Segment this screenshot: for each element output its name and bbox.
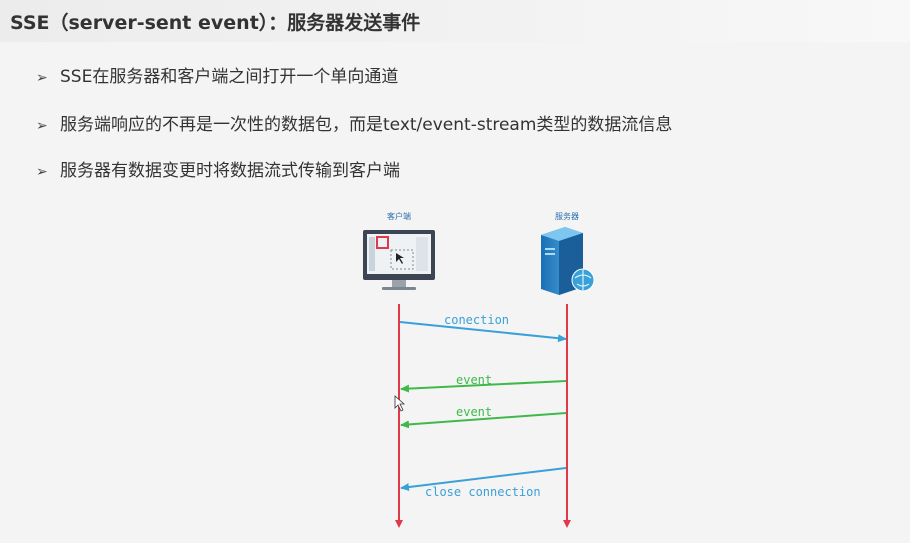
close-connection-label: close connection [425, 485, 541, 499]
bullet-arrow-icon: ➢ [36, 164, 48, 180]
bullet-text: 服务端响应的不再是一次性的数据包，而是text/event-stream类型的数… [60, 115, 673, 135]
event-arrow [400, 380, 567, 393]
bullet-text: SSE在服务器和客户端之间打开一个单向通道 [60, 67, 399, 87]
slide-title: SSE（server-sent event）：服务器发送事件 [10, 12, 421, 34]
close-connection-arrow [400, 467, 567, 492]
mouse-cursor-icon [394, 395, 406, 412]
server-icon [541, 227, 595, 295]
connection-arrow [399, 321, 567, 343]
bullet-text: 服务器有数据变更时将数据流式传输到客户端 [60, 161, 400, 181]
title-bar: SSE（server-sent event）：服务器发送事件 [0, 0, 910, 42]
bullet-arrow-icon: ➢ [36, 70, 48, 86]
server-label: 服务器 [555, 211, 579, 221]
event-label: event [456, 405, 492, 419]
bullet-item: ➢ 服务器有数据变更时将数据流式传输到客户端 [36, 156, 400, 181]
monitor-icon [363, 230, 435, 290]
event-label: event [456, 373, 492, 387]
bullet-arrow-icon: ➢ [36, 118, 48, 134]
client-label: 客户端 [387, 211, 411, 221]
bullet-item: ➢ 服务端响应的不再是一次性的数据包，而是text/event-stream类型的… [36, 110, 672, 135]
bullet-item: ➢ SSE在服务器和客户端之间打开一个单向通道 [36, 62, 398, 87]
connection-label: conection [444, 313, 509, 327]
event-arrow [400, 412, 567, 429]
